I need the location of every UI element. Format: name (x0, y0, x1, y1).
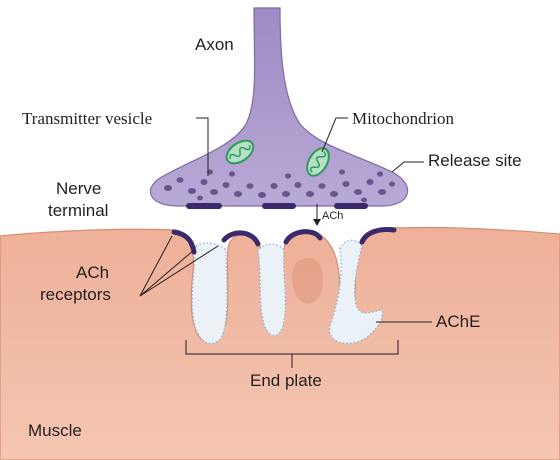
label-ache: AChE (436, 313, 480, 332)
label-end-plate: End plate (250, 372, 322, 391)
label-nerve: Nerve (56, 180, 101, 199)
release-sites (186, 203, 368, 209)
cleft-1 (192, 243, 227, 343)
label-ach-receptors-line2: receptors (40, 286, 111, 305)
label-transmitter-vesicle: Transmitter vesicle (22, 110, 152, 129)
label-mitochondrion: Mitochondrion (352, 110, 454, 129)
label-ach-receptors-line1: ACh (76, 264, 109, 283)
label-release-site: Release site (428, 152, 522, 171)
label-axon: Axon (195, 36, 234, 55)
label-terminal: terminal (48, 202, 108, 221)
label-ach: ACh (322, 210, 343, 222)
ach-arrowhead (313, 219, 321, 226)
label-muscle: Muscle (28, 422, 82, 441)
nerve-terminal (150, 8, 407, 206)
